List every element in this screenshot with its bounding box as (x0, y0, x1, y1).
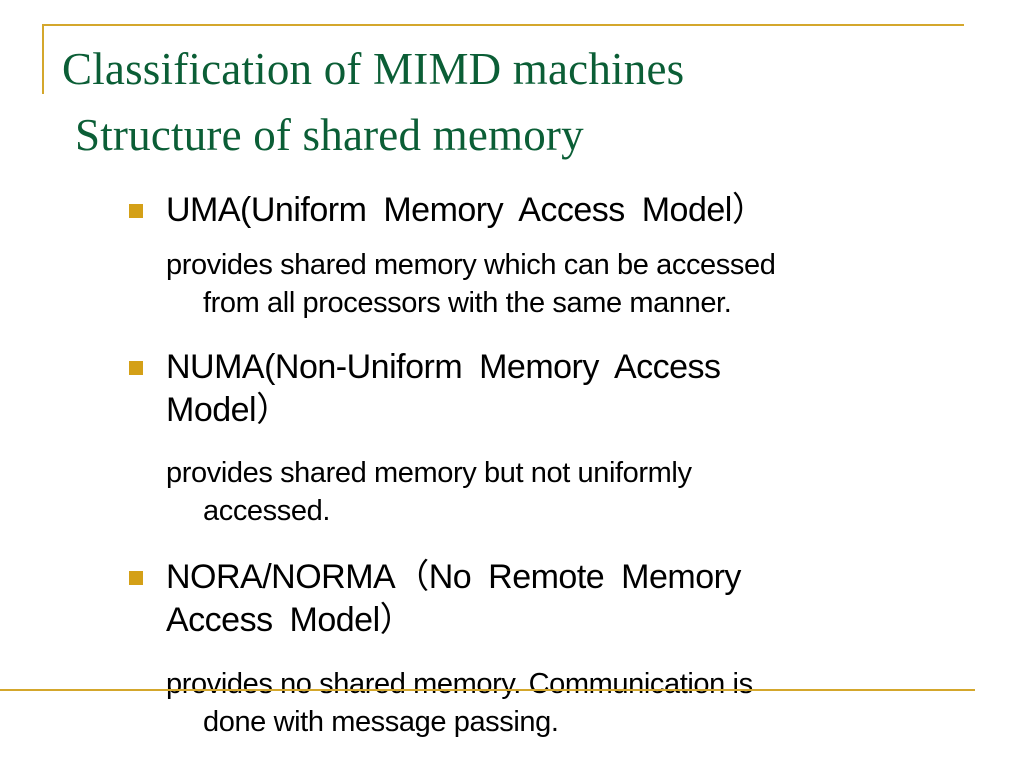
bullet-heading: UMA(Uniform Memory Access Model） (166, 191, 766, 229)
bullet-norma: NORA/NORMA（No Remote Memory Access Model… (129, 556, 906, 642)
left-rule (42, 24, 44, 94)
bullet-description-numa: provides shared memory but not uniformly… (166, 454, 986, 530)
bullet-description-uma: provides shared memory which can be acce… (166, 246, 986, 322)
slide-subtitle: Structure of shared memory (75, 110, 584, 160)
bullet-heading: NORA/NORMA（No Remote Memory (166, 558, 741, 596)
description-line: accessed. (203, 495, 330, 527)
description-line: from all processors with the same manner… (203, 287, 732, 319)
bullet-description-norma: provides no shared memory. Communication… (166, 665, 986, 741)
bottom-rule (0, 689, 975, 691)
bullet-heading-cont: Access Model） (166, 601, 414, 639)
bullet-heading-cont: Model） (166, 391, 290, 429)
square-bullet-icon (129, 361, 143, 375)
bullet-numa: NUMA(Non-Uniform Memory Access Model） (129, 346, 906, 432)
slide-title: Classification of MIMD machines (62, 44, 685, 94)
description-line: provides no shared memory. Communication… (166, 668, 753, 700)
top-rule (42, 24, 964, 26)
description-line: provides shared memory which can be acce… (166, 249, 776, 281)
bullet-uma: UMA(Uniform Memory Access Model） (129, 189, 906, 232)
bullet-heading: NUMA(Non-Uniform Memory Access (166, 348, 721, 386)
square-bullet-icon (129, 204, 143, 218)
description-line: provides shared memory but not uniformly (166, 457, 692, 489)
description-line: done with message passing. (203, 706, 559, 738)
square-bullet-icon (129, 571, 143, 585)
